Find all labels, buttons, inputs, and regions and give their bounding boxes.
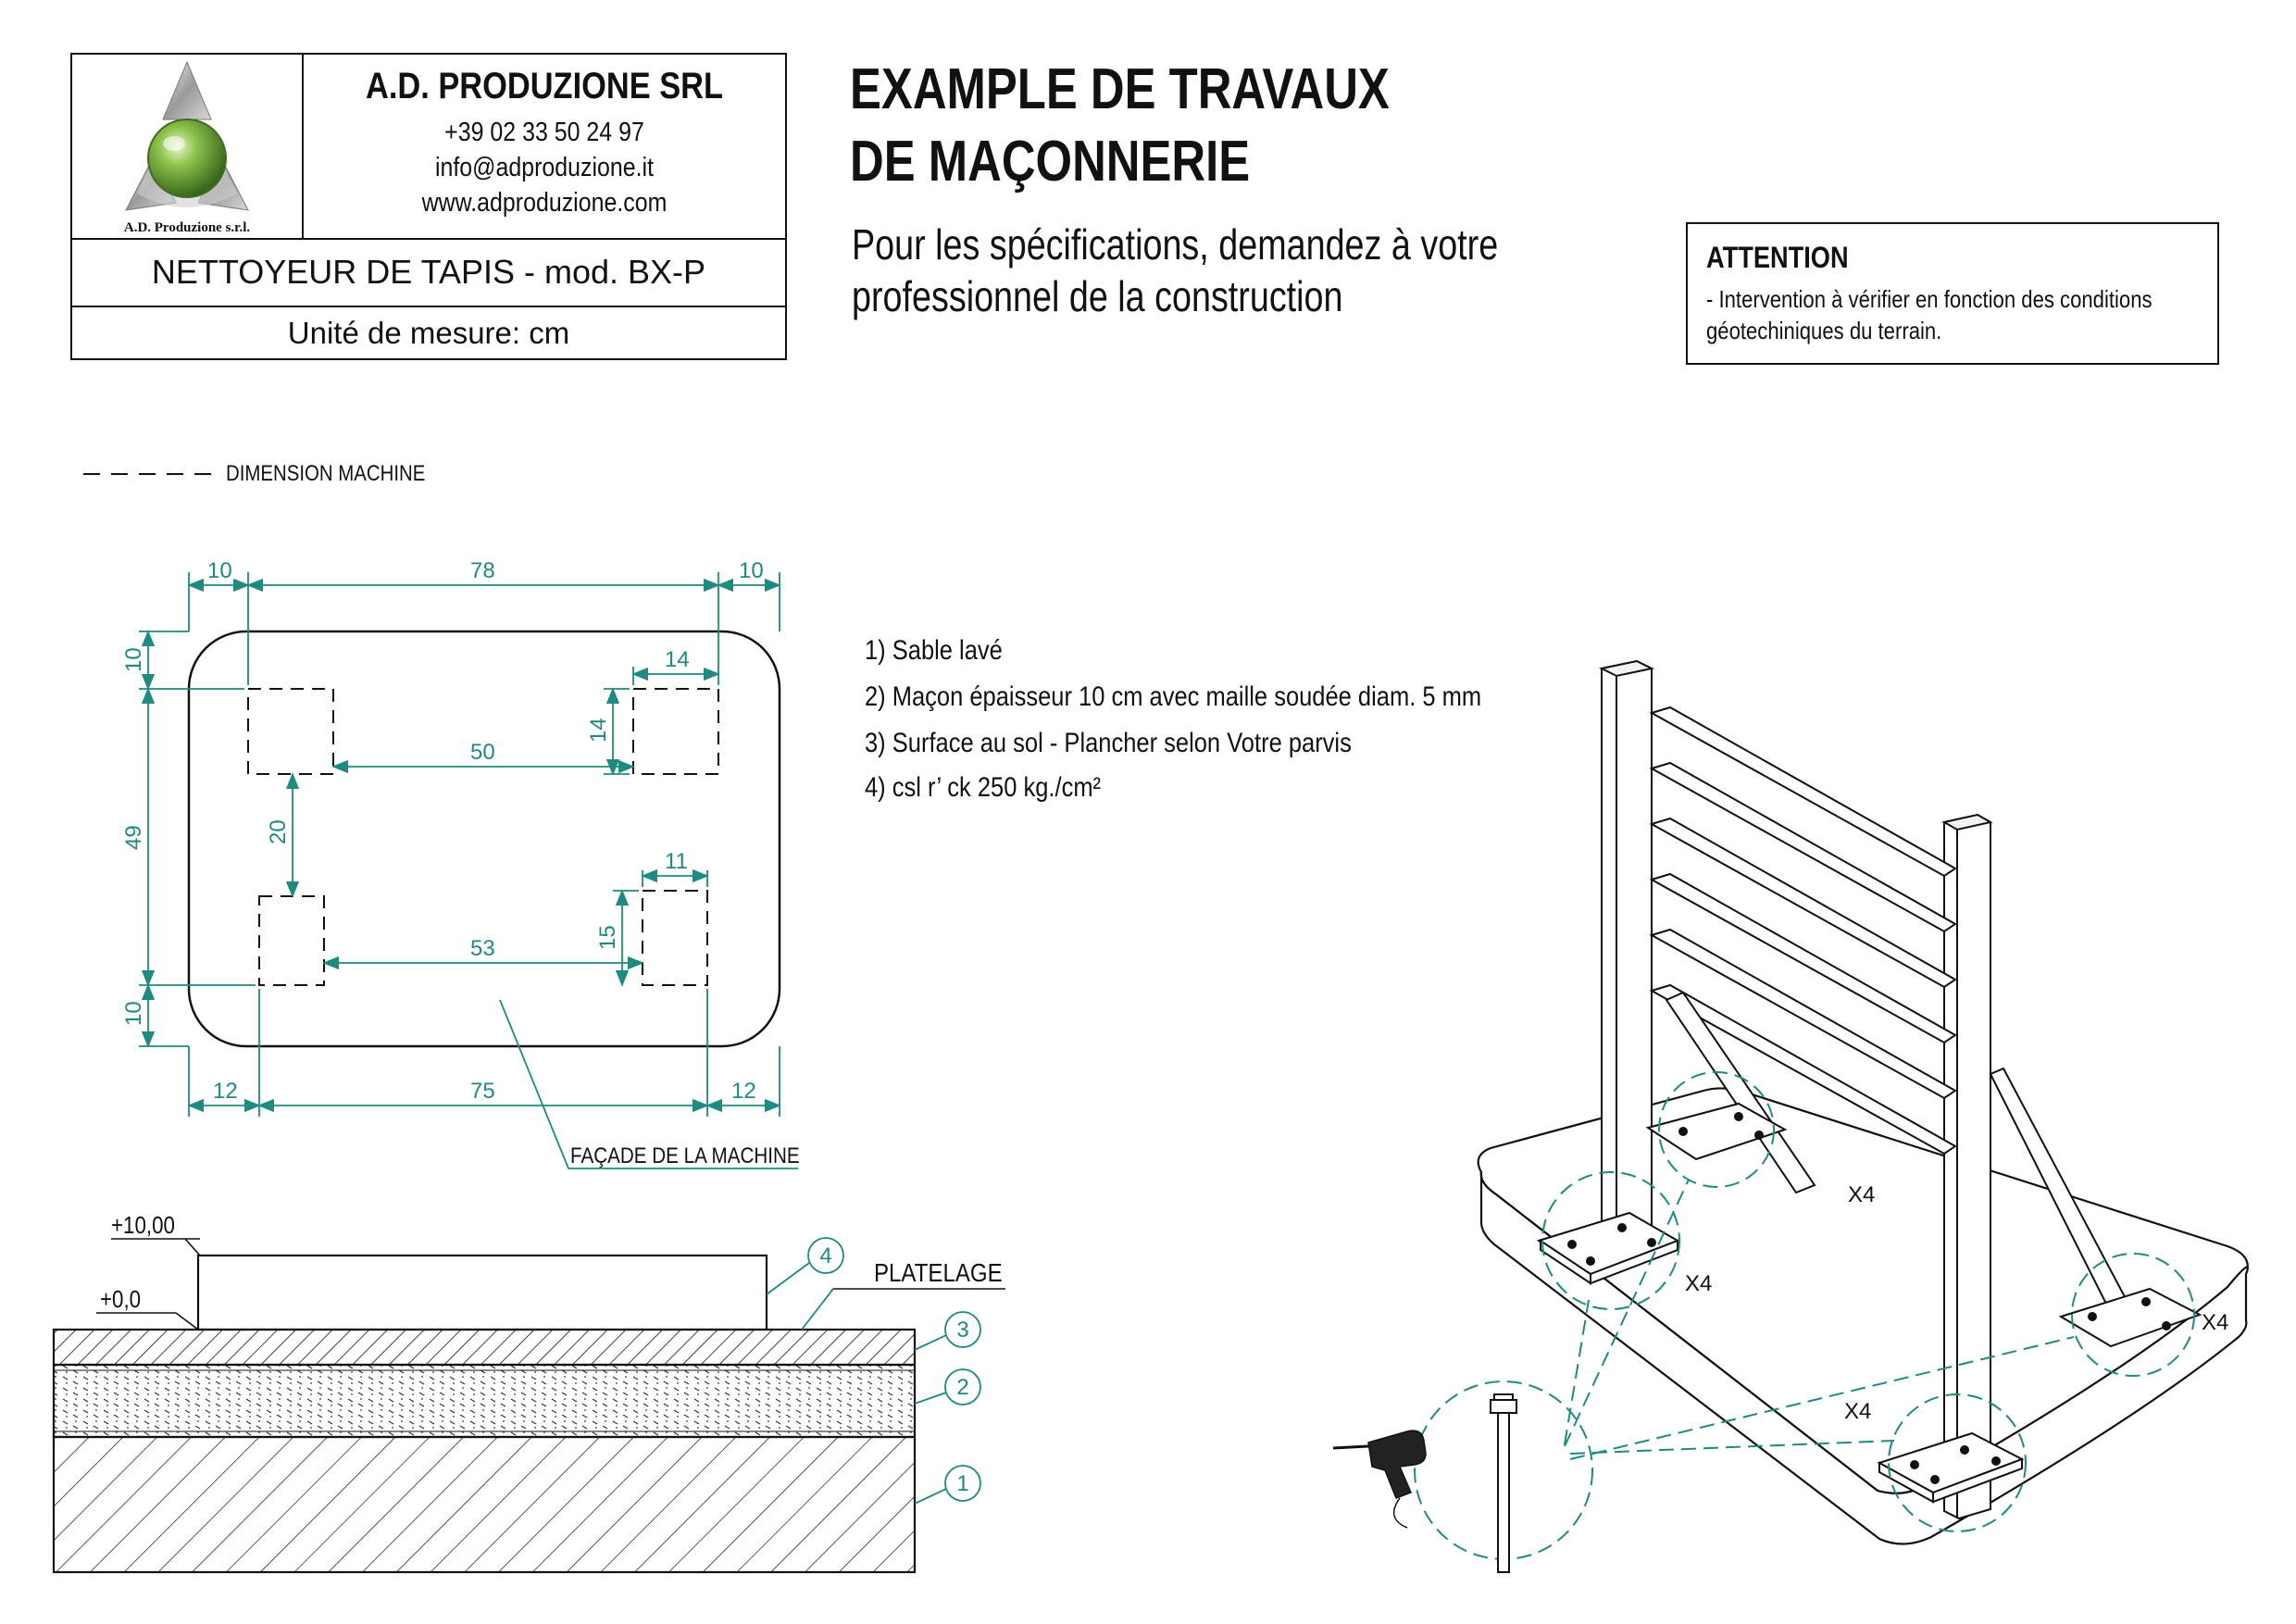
iso-label-x4-2: X4 — [1685, 1271, 1712, 1296]
dim-vertical-spacing: 20 — [266, 819, 291, 844]
platelage-label: PLATELAGE — [874, 1257, 1003, 1287]
page-title-line-1: EXAMPLE DE TRAVAUX — [850, 57, 1390, 121]
dim-bottom-right: 12 — [731, 1079, 756, 1104]
dim-top-right: 10 — [739, 558, 764, 583]
callout-1: 1 — [956, 1471, 968, 1496]
note-4: 4) csl r’ ck 250 kg./cm² — [865, 772, 1102, 803]
page-title: EXAMPLE DE TRAVAUX DE MAÇONNERIE — [850, 54, 1390, 198]
product-name: NETTOYEUR DE TAPIS - mod. BX-P — [72, 238, 785, 306]
dim-left-middle: 49 — [121, 825, 146, 850]
dim-top-left: 10 — [207, 558, 232, 583]
dim-lower-spacing: 53 — [470, 936, 495, 961]
dim-upper-spacing: 50 — [470, 740, 495, 765]
dim-left-bottom: 10 — [121, 1001, 146, 1026]
note-1: 1) Sable lavé — [865, 635, 1003, 666]
dim-upper-pad-height: 14 — [586, 718, 611, 743]
company-website[interactable]: www.adproduzione.com — [421, 188, 668, 218]
machine-slab — [196, 1254, 768, 1331]
attention-title: ATTENTION — [1706, 241, 1849, 274]
layer-platelage — [52, 1328, 917, 1367]
machine-outline — [187, 630, 781, 1048]
attention-line-2: géotechiniques du terrain. — [1706, 317, 1942, 344]
layer-sand — [52, 1435, 917, 1574]
pad-lower-left — [258, 895, 325, 986]
callout-4: 4 — [819, 1243, 831, 1268]
note-2: 2) Maçon épaisseur 10 cm avec maille sou… — [865, 681, 1482, 712]
iso-label-x4-1: X4 — [1848, 1182, 1875, 1207]
company-logo — [125, 60, 249, 211]
legend-label: DIMENSION MACHINE — [226, 461, 426, 486]
attention-line-1: - Intervention à vérifier en fonction de… — [1706, 285, 2152, 313]
dim-bottom-left: 12 — [213, 1079, 238, 1104]
dim-top-center: 78 — [470, 558, 495, 583]
logo-caption: A.D. Produzione s.r.l. — [123, 220, 251, 235]
plan-view: 10 78 10 12 75 12 10 49 10 14 14 50 20 1… — [121, 558, 800, 1169]
company-cell: A.D. PRODUZIONE SRL +39 02 33 50 24 97 i… — [304, 55, 785, 238]
dim-lower-pad-height: 15 — [595, 925, 620, 950]
dim-upper-pad-width: 14 — [665, 647, 690, 672]
front-label: FAÇADE DE LA MACHINE — [570, 1143, 800, 1168]
callout-3: 3 — [956, 1318, 968, 1343]
level-zero: +0,0 — [100, 1286, 141, 1313]
subtitle-line-1: Pour les spécifications, demandez à votr… — [852, 220, 1499, 269]
section-view: +10,00 +0,0 PLATELAGE 4 3 2 1 — [52, 1212, 1005, 1574]
pad-lower-right — [642, 890, 708, 986]
page-subtitle: Pour les spécifications, demandez à votr… — [852, 219, 1498, 322]
subtitle-line-2: professionnel de la construction — [852, 272, 1343, 320]
title-block: A.D. Produzione s.r.l. A.D. PRODUZIONE S… — [70, 53, 787, 360]
page-title-line-2: DE MAÇONNERIE — [850, 130, 1251, 194]
pad-upper-left — [247, 688, 334, 775]
drill-icon — [1332, 1430, 1427, 1529]
company-name: A.D. PRODUZIONE SRL — [365, 66, 724, 106]
isometric-view: X4 X4 X4 X4 — [1332, 659, 2249, 1573]
units-label: Unité de mesure: cm — [72, 306, 785, 358]
dashed-legend-line — [83, 473, 218, 475]
pad-upper-right — [632, 688, 719, 775]
iso-label-x4-3: X4 — [2202, 1310, 2228, 1335]
dim-left-top: 10 — [121, 647, 146, 672]
callout-2: 2 — [956, 1375, 968, 1400]
layer-concrete — [52, 1363, 917, 1439]
dim-lower-pad-width: 11 — [665, 849, 688, 874]
iso-label-x4-4: X4 — [1844, 1399, 1871, 1424]
company-email[interactable]: info@adproduzione.it — [434, 153, 655, 182]
company-phone: +39 02 33 50 24 97 — [444, 118, 644, 147]
attention-box: ATTENTION - Intervention à vérifier en f… — [1686, 222, 2219, 365]
dim-bottom-center: 75 — [470, 1079, 495, 1104]
level-top: +10,00 — [111, 1212, 175, 1239]
logo-cell: A.D. Produzione s.r.l. — [72, 55, 304, 238]
note-3: 3) Surface au sol - Plancher selon Votre… — [865, 728, 1352, 758]
